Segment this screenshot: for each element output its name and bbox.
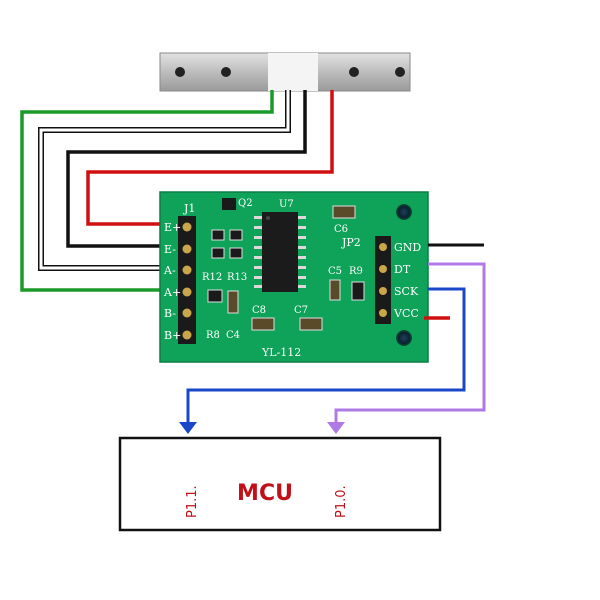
ic-u7 (254, 212, 306, 292)
capacitor-c7 (299, 317, 323, 331)
label-r12: R12 (202, 272, 222, 283)
pin-label-vcc: VCC (393, 307, 419, 320)
header-j1 (178, 216, 196, 344)
label-c7: C7 (294, 305, 308, 316)
mcu-pin-p1-1: P1.1. (185, 485, 200, 518)
mount-hole (396, 204, 412, 220)
pin-label-sck: SCK (394, 285, 419, 298)
capacitor-c6 (332, 205, 356, 219)
resistor-r9 (351, 281, 365, 301)
wire-white (39, 90, 290, 270)
header-jp2 (375, 236, 391, 324)
pin-label-dt: DT (394, 263, 411, 276)
label-c8: C8 (252, 305, 266, 316)
mcu-label: MCU (237, 481, 293, 506)
wire-black (66, 90, 307, 248)
resistor-r12b (211, 247, 225, 259)
label-c4: C4 (226, 330, 240, 341)
pin-label-a-plus: A+ (163, 286, 181, 299)
left-pin-pads (182, 222, 192, 340)
load-cell-hole (175, 67, 185, 77)
board-model-label: YL-112 (261, 346, 301, 359)
label-r8: R8 (206, 330, 220, 341)
transistor-q2 (222, 198, 236, 210)
arrow-sck (179, 422, 197, 434)
wire-sck (186, 287, 466, 426)
label-r13: R13 (227, 272, 247, 283)
pin-label-e-plus: E+ (164, 221, 181, 234)
resistor-r8 (207, 289, 223, 303)
arrow-dt (327, 422, 345, 434)
label-q2: Q2 (238, 198, 253, 209)
mcu-block: MCU P1.1. P1.0. (118, 436, 442, 532)
load-cell-wires (20, 90, 334, 292)
right-pin-labels: GND DT SCK VCC (393, 241, 421, 320)
header-jp2-label: JP2 (341, 236, 361, 249)
pin-label-b-plus: B+ (164, 329, 181, 342)
wire-green (20, 90, 274, 292)
header-j1-label: J1 (183, 202, 195, 215)
load-cell-hole (395, 67, 405, 77)
pin-label-e-minus: E- (164, 243, 176, 256)
mcu-pin-p1-0: P1.0. (334, 485, 349, 518)
mount-hole (396, 330, 412, 346)
pin-label-gnd: GND (394, 241, 421, 254)
pin-label-a-minus: A- (163, 264, 176, 277)
wire-red (86, 90, 334, 226)
pin-label-b-minus: B- (164, 307, 176, 320)
mcu-wires (179, 243, 486, 434)
resistor-r13 (229, 229, 243, 241)
resistor-r13b (229, 247, 243, 259)
load-cell (159, 52, 411, 92)
label-u7: U7 (279, 199, 294, 210)
load-cell-hole (221, 67, 231, 77)
load-cell-hole (349, 67, 359, 77)
left-pin-labels: E+ E- A- A+ B- B+ (163, 221, 181, 342)
label-c6: C6 (334, 224, 348, 235)
label-c5: C5 (328, 266, 342, 277)
capacitor-c5 (329, 279, 341, 301)
capacitor-c4 (227, 290, 239, 314)
capacitor-c8 (251, 317, 275, 331)
wire-dt (334, 262, 486, 426)
resistor-r12 (211, 229, 225, 241)
label-r9: R9 (349, 266, 363, 277)
right-pin-pads (379, 243, 387, 317)
hx711-board: J1 E+ E- A- A+ B- B+ JP2 GND (159, 191, 429, 363)
